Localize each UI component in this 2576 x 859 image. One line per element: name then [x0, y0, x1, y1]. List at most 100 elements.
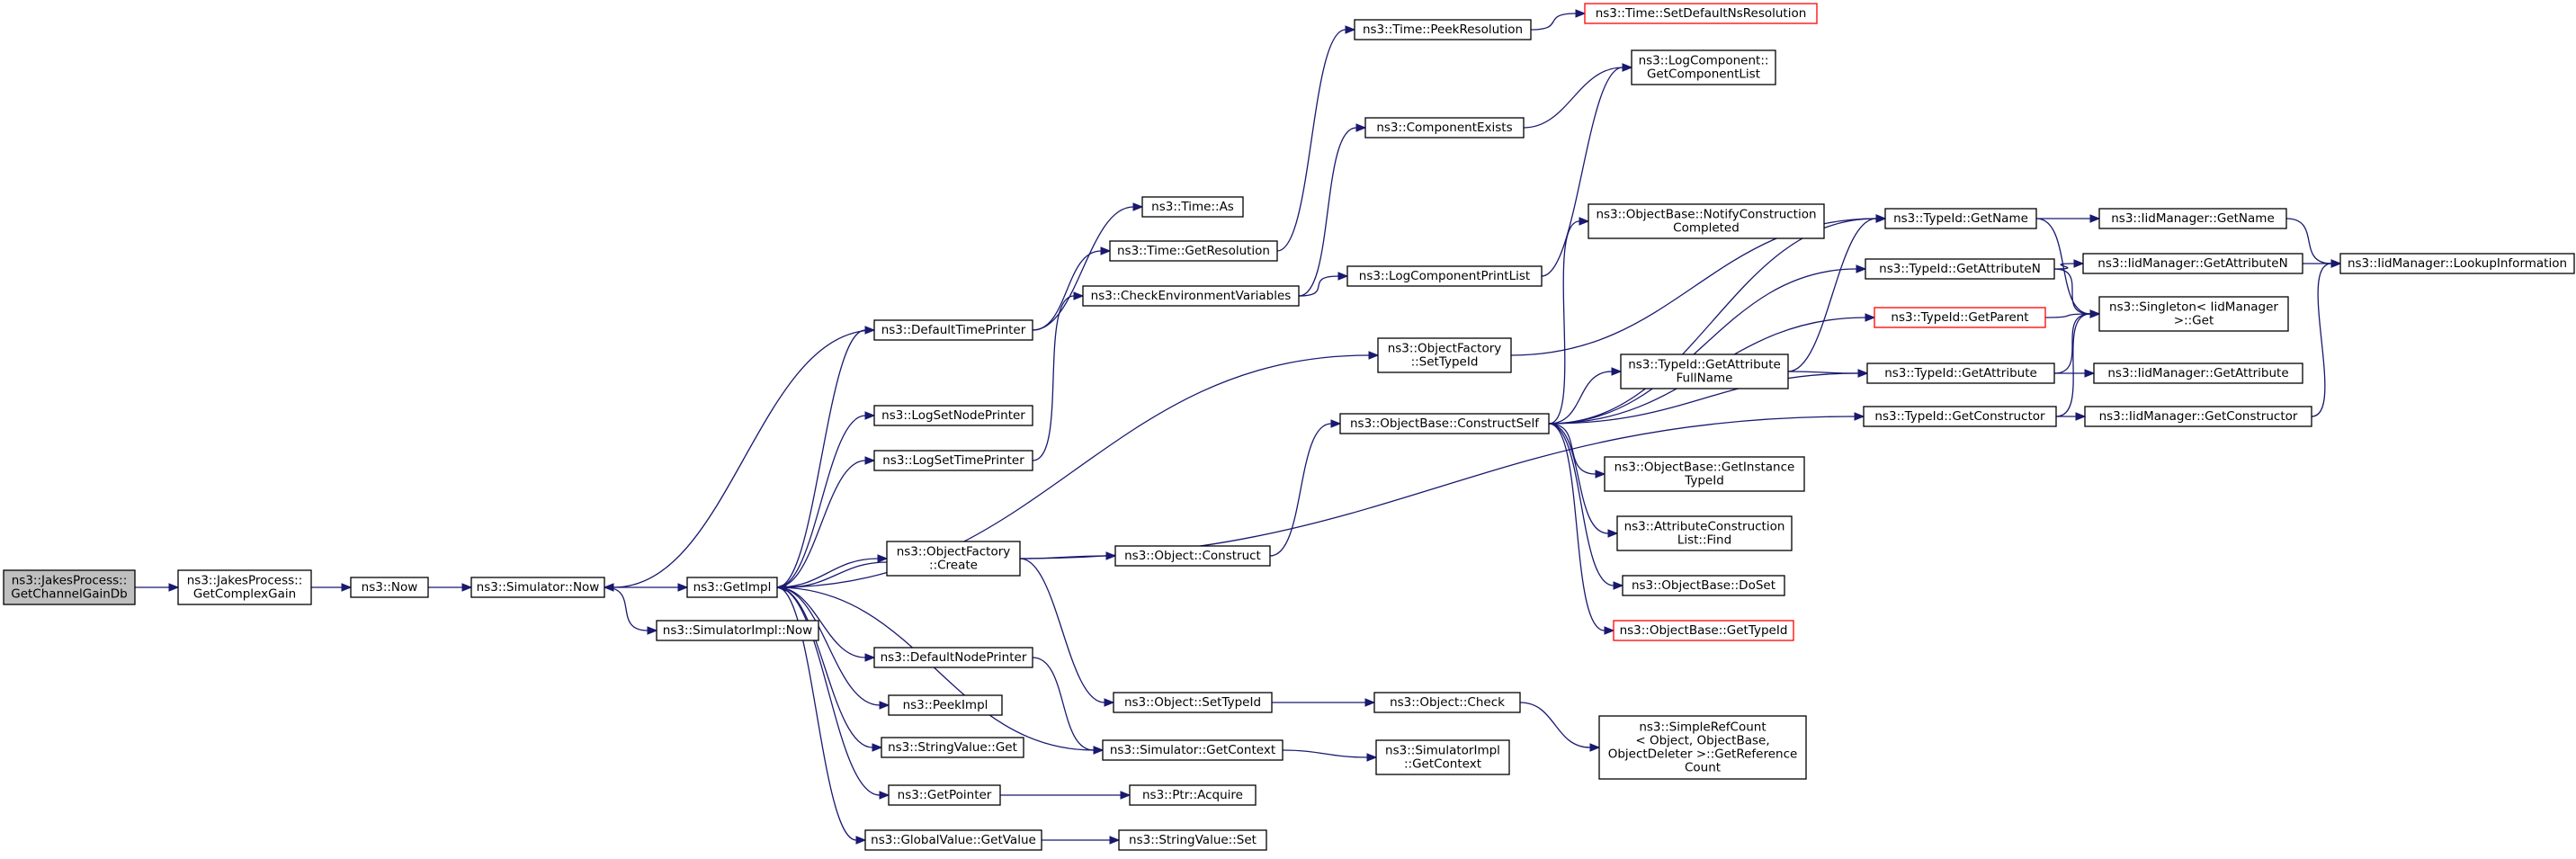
arrowhead-icon: [855, 836, 867, 845]
node-label: ns3::TypeId::GetConstructor: [1874, 409, 2045, 424]
node-iid-get-attribute-n[interactable]: ns3::IidManager::GetAttributeN: [2082, 253, 2303, 274]
arrowhead-icon: [1093, 746, 1105, 755]
node-string-value-get[interactable]: ns3::StringValue::Get: [881, 737, 1024, 758]
node-peek-impl[interactable]: ns3::PeekImpl: [888, 694, 1003, 716]
node-type-id-get-constructor[interactable]: ns3::TypeId::GetConstructor: [1863, 406, 2057, 427]
node-object-factory-set-type-id[interactable]: ns3::ObjectFactory::SetTypeId: [1377, 337, 1512, 373]
node-label: ns3::Object::Construct: [1124, 549, 1261, 563]
node-label: ns3::IidManager::GetAttributeN: [2097, 256, 2287, 271]
node-log-component-print-list[interactable]: ns3::LogComponentPrintList: [1346, 265, 1543, 287]
edge-line: [776, 460, 866, 588]
node-label: ns3::Simulator::GetContext: [1110, 743, 1275, 757]
node-simple-ref-count-get-reference-count[interactable]: ns3::SimpleRefCount< Object, ObjectBase,…: [1598, 715, 1807, 780]
edge-line: [613, 329, 875, 588]
edge-get-attribute-full-name-to-type-id-get-name: [1787, 214, 1887, 372]
node-box: [1616, 515, 1793, 551]
arrowhead-icon: [1875, 214, 1887, 223]
edge-line: [785, 561, 888, 588]
arrowhead-icon: [1330, 419, 1342, 428]
node-simulator-impl-get-context[interactable]: ns3::SimulatorImpl::GetContext: [1375, 739, 1510, 775]
node-box: [1604, 456, 1805, 492]
node-iid-lookup-information[interactable]: ns3::IidManager::LookupInformation: [2339, 253, 2575, 274]
edge-object-factory-create-to-object-set-type-id: [1019, 558, 1115, 707]
node-log-component-get-component-list[interactable]: ns3::LogComponent::GetComponentList: [1631, 49, 1776, 85]
arrowhead-icon: [1857, 369, 1869, 378]
node-simulator-impl-now[interactable]: ns3::SimulatorImpl::Now: [656, 620, 819, 641]
node-type-id-get-name[interactable]: ns3::TypeId::GetName: [1884, 208, 2037, 229]
node-iid-get-attribute[interactable]: ns3::IidManager::GetAttribute: [2093, 362, 2303, 384]
node-object-base-get-type-id[interactable]: ns3::ObjectBase::GetTypeId: [1613, 620, 1794, 641]
node-object-set-type-id[interactable]: ns3::Object::SetTypeId: [1113, 692, 1273, 713]
edge-log-set-time-printer-to-check-environment-variables: [1032, 291, 1085, 461]
edge-construct-self-to-object-base-get-type-id: [1548, 423, 1615, 635]
node-string-value-set[interactable]: ns3::StringValue::Set: [1118, 829, 1267, 851]
node-box: [686, 577, 778, 598]
node-label: GetComplexGain: [193, 587, 296, 602]
node-box: [1884, 208, 2037, 229]
edge-construct-self-to-type-id-get-attribute-n: [1548, 264, 1867, 425]
node-get-impl[interactable]: ns3::GetImpl: [686, 577, 778, 598]
edge-line: [1787, 218, 1877, 372]
node-object-factory-create[interactable]: ns3::ObjectFactory::Create: [886, 541, 1021, 577]
node-box: [873, 647, 1033, 668]
node-log-set-time-printer[interactable]: ns3::LogSetTimePrinter: [873, 450, 1033, 471]
node-box: [1118, 829, 1267, 851]
node-label: ns3::IidManager::GetAttribute: [2107, 366, 2288, 380]
node-default-time-printer[interactable]: ns3::DefaultTimePrinter: [873, 319, 1033, 341]
node-box: [2098, 208, 2287, 229]
arrowhead-icon: [1611, 367, 1623, 376]
node-notify-construction-completed[interactable]: ns3::ObjectBase::NotifyConstructionCompl…: [1588, 203, 1825, 239]
node-type-id-get-attribute[interactable]: ns3::TypeId::GetAttribute: [1866, 362, 2055, 384]
node-object-check[interactable]: ns3::Object::Check: [1373, 692, 1521, 713]
arrowhead-icon: [1132, 202, 1144, 211]
node-get-channel-gain-db[interactable]: ns3::JakesProcess::GetChannelGainDb: [3, 569, 136, 605]
edge-simulator-now-to-simulator-impl-now: [604, 586, 658, 635]
node-label: ns3::DefaultNodePrinter: [881, 650, 1027, 665]
node-box: [1584, 3, 1818, 24]
node-now[interactable]: ns3::Now: [350, 577, 429, 598]
node-simulator-now[interactable]: ns3::Simulator::Now: [470, 577, 605, 598]
node-construct-self[interactable]: ns3::ObjectBase::ConstructSelf: [1339, 413, 1550, 434]
node-box: [864, 829, 1042, 851]
edge-line: [1519, 702, 1591, 748]
node-label: ns3::LogSetTimePrinter: [882, 453, 1024, 468]
node-get-complex-gain[interactable]: ns3::JakesProcess::GetComplexGain: [177, 569, 312, 605]
edge-get-complex-gain-to-now: [311, 583, 353, 592]
node-log-set-node-printer[interactable]: ns3::LogSetNodePrinter: [873, 405, 1033, 426]
arrowhead-icon: [2089, 309, 2101, 318]
node-label: ::GetContext: [1404, 757, 1481, 772]
node-default-node-printer[interactable]: ns3::DefaultNodePrinter: [873, 647, 1033, 668]
edge-type-id-get-attribute-to-iid-get-attribute: [2054, 369, 2096, 378]
node-iid-get-constructor[interactable]: ns3::IidManager::GetConstructor: [2084, 406, 2312, 427]
node-time-peek-resolution[interactable]: ns3::Time::PeekResolution: [1354, 19, 1532, 40]
edge-get-impl-to-peek-impl: [776, 586, 890, 710]
node-ptr-acquire[interactable]: ns3::Ptr::Acquire: [1129, 784, 1257, 806]
arrowhead-icon: [1604, 626, 1615, 635]
arrowhead-icon: [2073, 259, 2085, 268]
edge-construct-self-to-notify-construction-completed: [1548, 217, 1590, 425]
arrowhead-icon: [1865, 313, 1876, 322]
node-component-exists[interactable]: ns3::ComponentExists: [1364, 117, 1525, 139]
node-type-id-get-attribute-n[interactable]: ns3::TypeId::GetAttributeN: [1865, 258, 2055, 280]
node-object-base-do-set[interactable]: ns3::ObjectBase::DoSet: [1622, 575, 1785, 596]
node-global-value-get-value[interactable]: ns3::GlobalValue::GetValue: [864, 829, 1042, 851]
node-type-id-get-parent[interactable]: ns3::TypeId::GetParent: [1874, 307, 2046, 328]
node-time-as[interactable]: ns3::Time::As: [1141, 196, 1244, 218]
node-check-environment-variables[interactable]: ns3::CheckEnvironmentVariables: [1082, 285, 1300, 307]
node-box: [1863, 406, 2057, 427]
node-time-set-default-ns-resolution[interactable]: ns3::Time::SetDefaultNsResolution: [1584, 3, 1818, 24]
edge-line: [1548, 218, 1877, 425]
edge-line: [776, 586, 1095, 751]
edge-get-impl-to-get-pointer: [776, 586, 890, 800]
node-get-pointer[interactable]: ns3::GetPointer: [888, 784, 1001, 806]
node-time-get-resolution[interactable]: ns3::Time::GetResolution: [1109, 240, 1278, 262]
node-object-construct[interactable]: ns3::Object::Construct: [1114, 545, 1271, 567]
node-singleton-get[interactable]: ns3::Singleton< IidManager>::Get: [2098, 296, 2289, 332]
node-iid-get-name[interactable]: ns3::IidManager::GetName: [2098, 208, 2287, 229]
edge-line: [776, 586, 881, 706]
node-simulator-get-context[interactable]: ns3::Simulator::GetContext: [1102, 739, 1284, 761]
